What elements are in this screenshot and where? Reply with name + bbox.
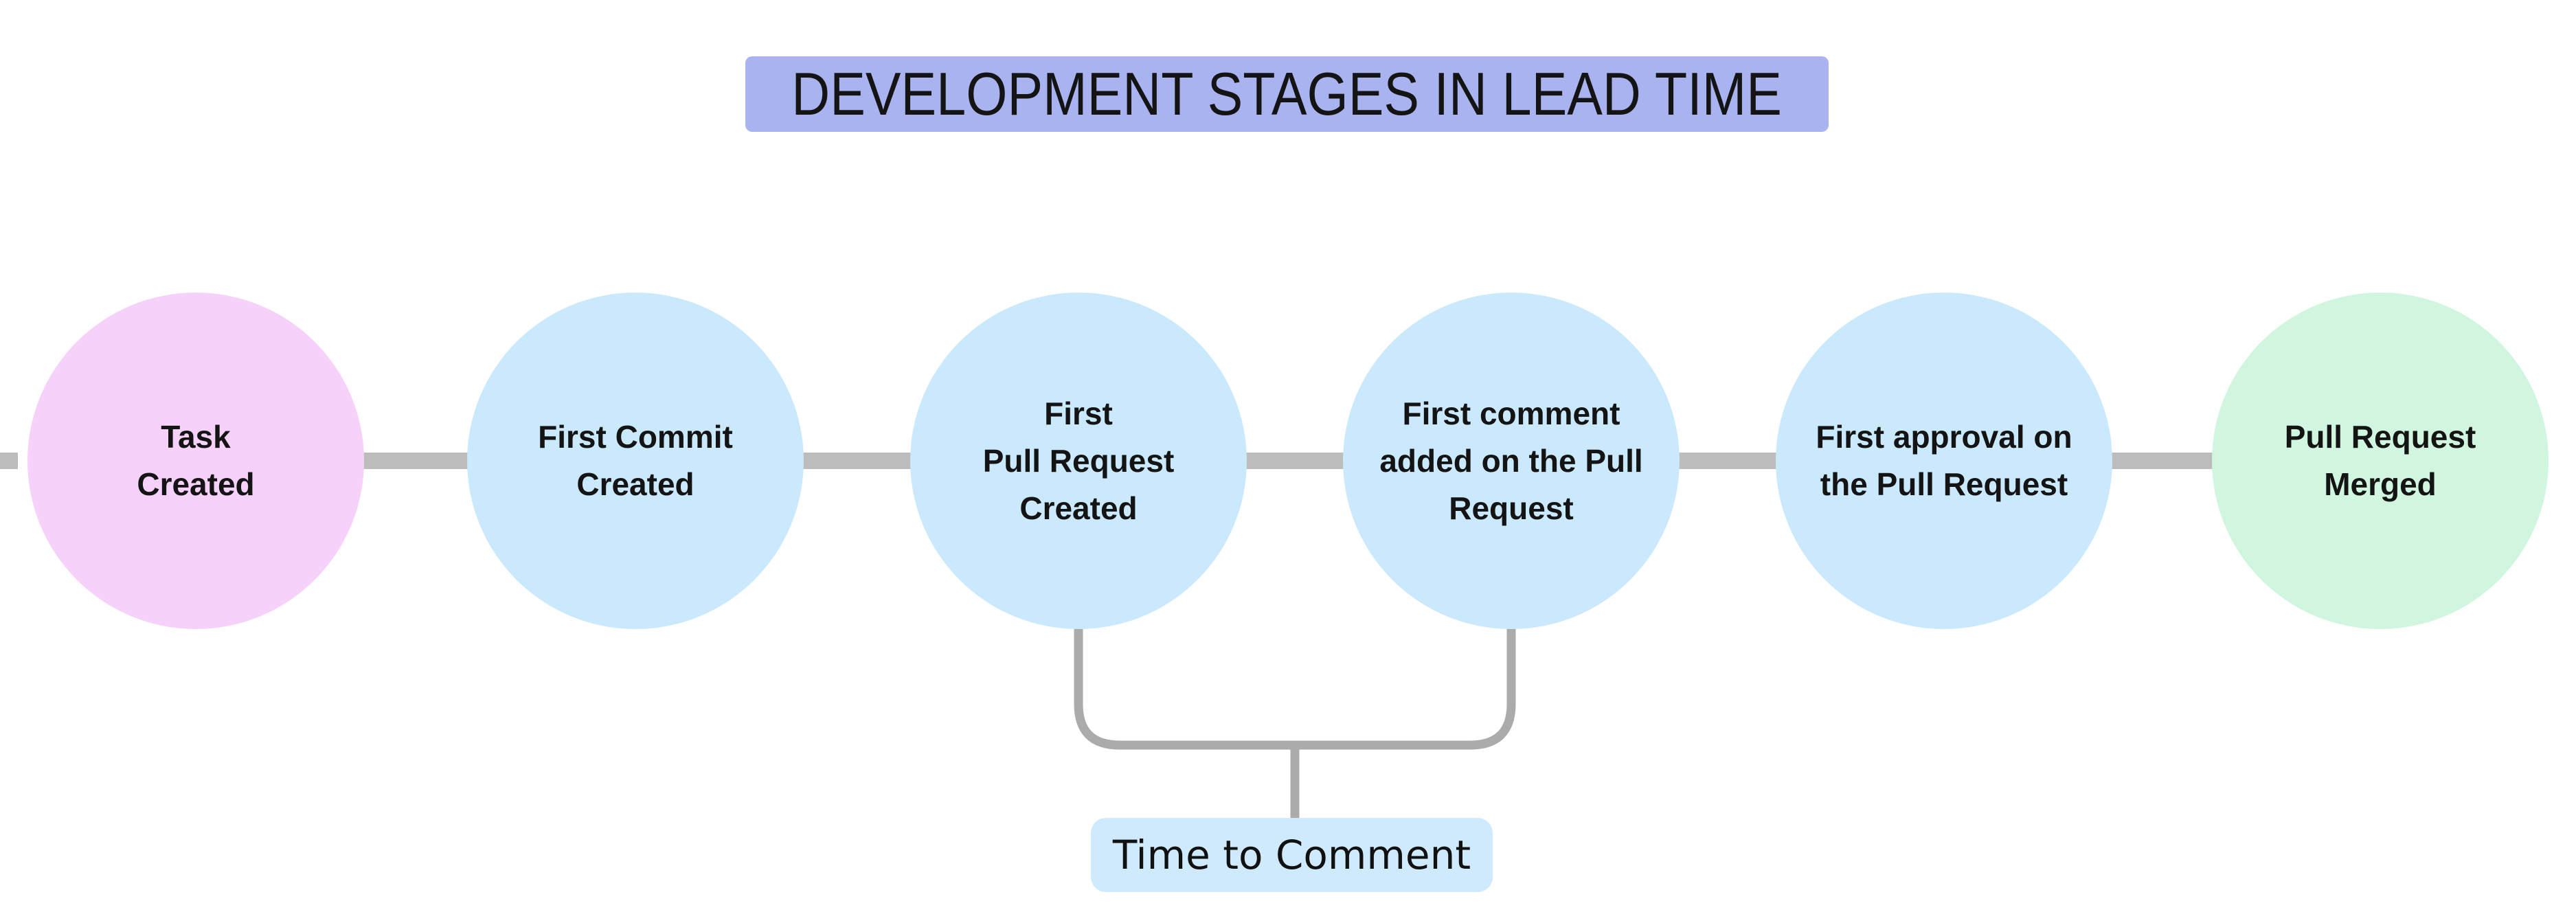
stage-label: First comment added on the Pull Request <box>1379 395 1643 526</box>
stage-circle-first-comment-added: First comment added on the Pull Request <box>1343 293 1680 629</box>
stage-label: First Commit Created <box>538 419 733 502</box>
stage-circle-first-approval: First approval on the Pull Request <box>1776 293 2112 629</box>
stage-label: Task Created <box>137 419 255 502</box>
annotation-box-time-to-comment: Time to Comment <box>1091 818 1493 892</box>
stage-label: First approval on the Pull Request <box>1816 419 2072 502</box>
stage-circle-first-commit-created: First Commit Created <box>467 293 804 629</box>
bracket-curve <box>1074 618 1516 750</box>
stage-label: Pull Request Merged <box>2284 419 2476 502</box>
stage-label: First Pull Request Created <box>982 395 1175 526</box>
stage-circle-first-pull-request-created: First Pull Request Created <box>910 293 1247 629</box>
page-title: DEVELOPMENT STAGES IN LEAD TIME <box>791 60 1783 128</box>
stage-circle-pull-request-merged: Pull Request Merged <box>2212 293 2549 629</box>
annotation-label: Time to Comment <box>1112 832 1471 878</box>
stage-circle-task-created: Task Created <box>27 293 364 629</box>
title-banner: DEVELOPMENT STAGES IN LEAD TIME <box>745 56 1829 132</box>
